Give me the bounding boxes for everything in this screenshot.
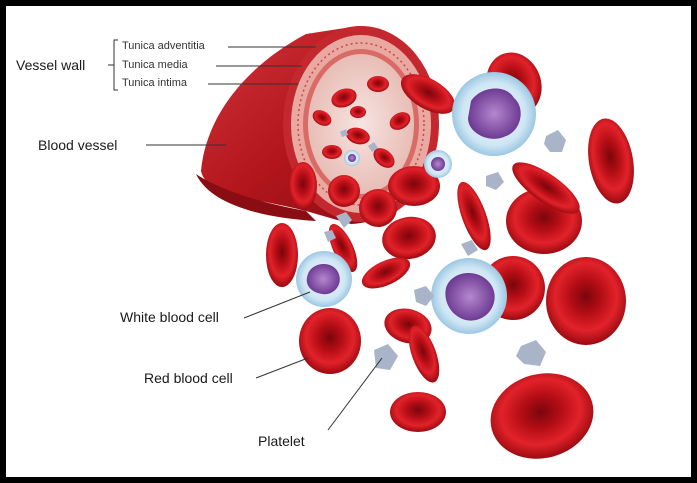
red-blood-cell-label: Red blood cell bbox=[144, 370, 233, 386]
diagram-frame: Vessel wall Tunica adventitia Tunica med… bbox=[6, 6, 691, 477]
leader-lines bbox=[108, 39, 383, 431]
vessel-wall-layers bbox=[283, 26, 439, 222]
blood-vessel-label: Blood vessel bbox=[38, 137, 118, 153]
tunica-media-label: Tunica media bbox=[122, 59, 188, 71]
white-blood-cells bbox=[296, 72, 536, 334]
vessel-wall-bracket bbox=[113, 39, 118, 91]
tunica-intima-label: Tunica intima bbox=[122, 77, 188, 89]
platelets bbox=[324, 130, 566, 370]
platelet-line bbox=[327, 357, 383, 431]
red-blood-cell-line bbox=[255, 357, 309, 379]
blood-vessel-illustration bbox=[108, 26, 634, 459]
vessel-wall-label: Vessel wall bbox=[16, 57, 86, 73]
platelet-label: Platelet bbox=[258, 433, 305, 449]
tunica-adventitia-label: Tunica adventitia bbox=[122, 40, 205, 52]
lumen-cells bbox=[312, 76, 411, 168]
white-blood-cell-line bbox=[243, 291, 311, 319]
white-blood-cell-label: White blood cell bbox=[120, 309, 219, 325]
